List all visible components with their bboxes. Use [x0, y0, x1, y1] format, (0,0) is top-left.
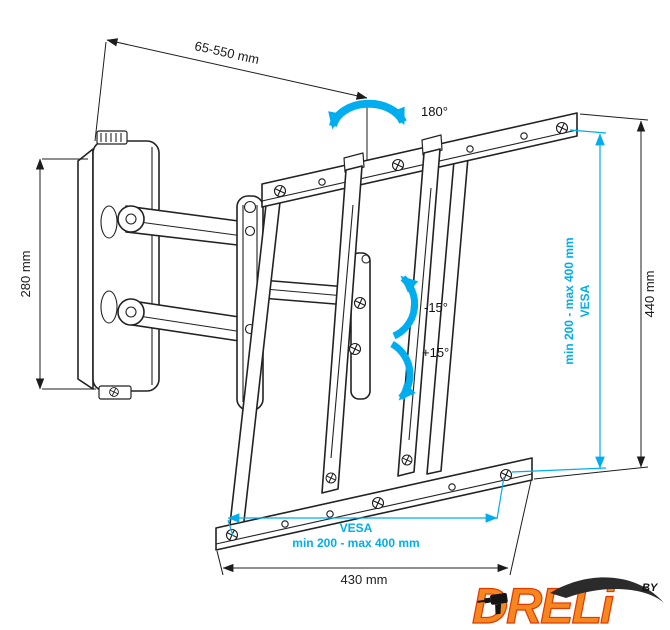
vesa-horizontal-label-line2: min 200 - max 400 mm: [292, 536, 419, 550]
tilt-down-label: +15°: [422, 345, 449, 360]
vesa-horizontal-label-line1: VESA: [340, 521, 373, 535]
tilt-down-arc-icon: [390, 340, 416, 401]
by-label: BY: [642, 582, 659, 594]
vesa-bracket: [215, 112, 578, 551]
upper-hinge: [117, 205, 145, 233]
tilt-up-label: -15°: [424, 300, 448, 315]
dim-vesa-horizontal: VESA min 200 - max 400 mm: [227, 476, 505, 550]
tilt-up-arrow: -15°: [392, 275, 448, 340]
wall-clamp-tab: [96, 130, 128, 145]
top-rail: [261, 112, 578, 208]
dreli-logo: DRELi BY: [471, 577, 664, 630]
dim-wall-plate-height: 280 mm: [18, 158, 96, 390]
dim-vesa-vertical: VESA min 200 - max 400 mm: [511, 129, 607, 473]
lower-hinge: [117, 298, 145, 326]
tilt-pivot-bracket: [350, 252, 371, 400]
tilt-down-arrow: +15°: [390, 340, 449, 401]
logo-swoosh-icon: [550, 577, 664, 603]
vesa-vertical-label-line1: VESA: [578, 284, 592, 317]
clamp-hatching: [100, 133, 122, 142]
keyhole-slot-bottom: [100, 290, 118, 324]
wall-plate-height-label: 280 mm: [18, 251, 33, 298]
bracket-width-label: 430 mm: [341, 572, 388, 587]
articulating-arm: [117, 195, 371, 411]
swivel-angle-label: 180°: [421, 104, 448, 119]
vesa-vertical-label-line2: min 200 - max 400 mm: [562, 237, 576, 364]
swivel-arc-icon: [328, 99, 407, 130]
bracket-height-label: 440 mm: [642, 271, 657, 318]
wall-plate: [77, 130, 160, 400]
keyhole-slot-top: [100, 205, 118, 239]
dim-bracket-height: 440 mm: [533, 113, 657, 480]
swivel-arrow: 180°: [328, 99, 448, 130]
tilt-up-arc-icon: [392, 275, 419, 340]
drill-icon: [477, 592, 508, 615]
arm-extension-label: 65-550 mm: [193, 38, 260, 67]
dim-bracket-width: 430 mm: [216, 480, 532, 587]
